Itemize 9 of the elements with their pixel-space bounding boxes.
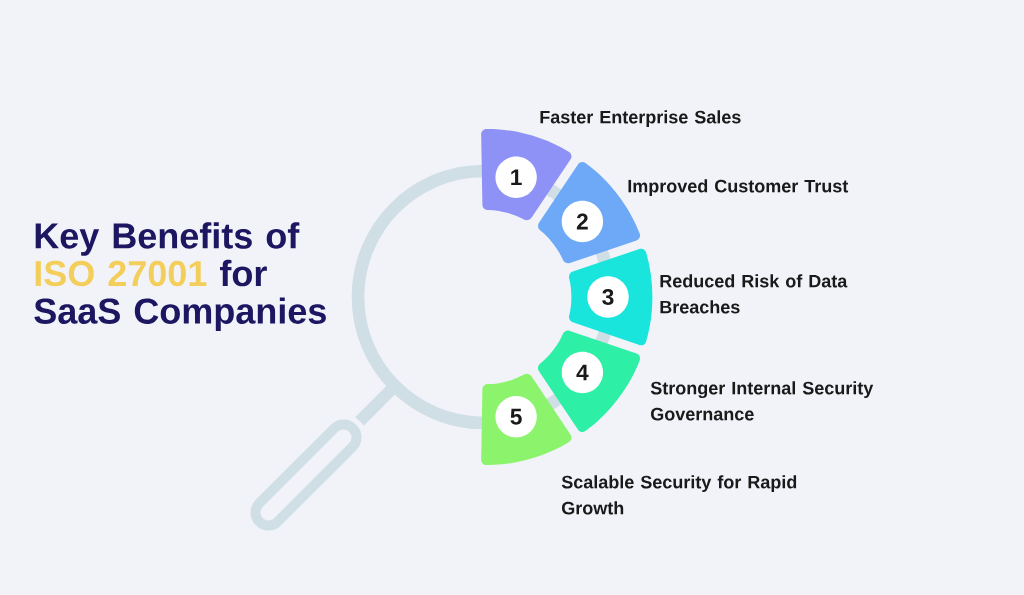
benefit-label: Scalable Security for Rapid Growth	[561, 475, 797, 515]
numbered-segment: 3	[568, 248, 653, 346]
benefit-label: Reduced Risk of Data Breaches	[660, 274, 848, 314]
numbered-segment: 5	[481, 373, 572, 466]
benefit-label: Faster Enterprise Sales	[540, 110, 741, 128]
numbered-segment: 1	[481, 128, 572, 221]
title: Key Benefits of ISO 27001 for SaaS Companies	[34, 222, 326, 331]
benefit-label: Stronger Internal Security Governance	[650, 381, 874, 421]
benefit-label: Improved Customer Trust	[628, 179, 849, 197]
